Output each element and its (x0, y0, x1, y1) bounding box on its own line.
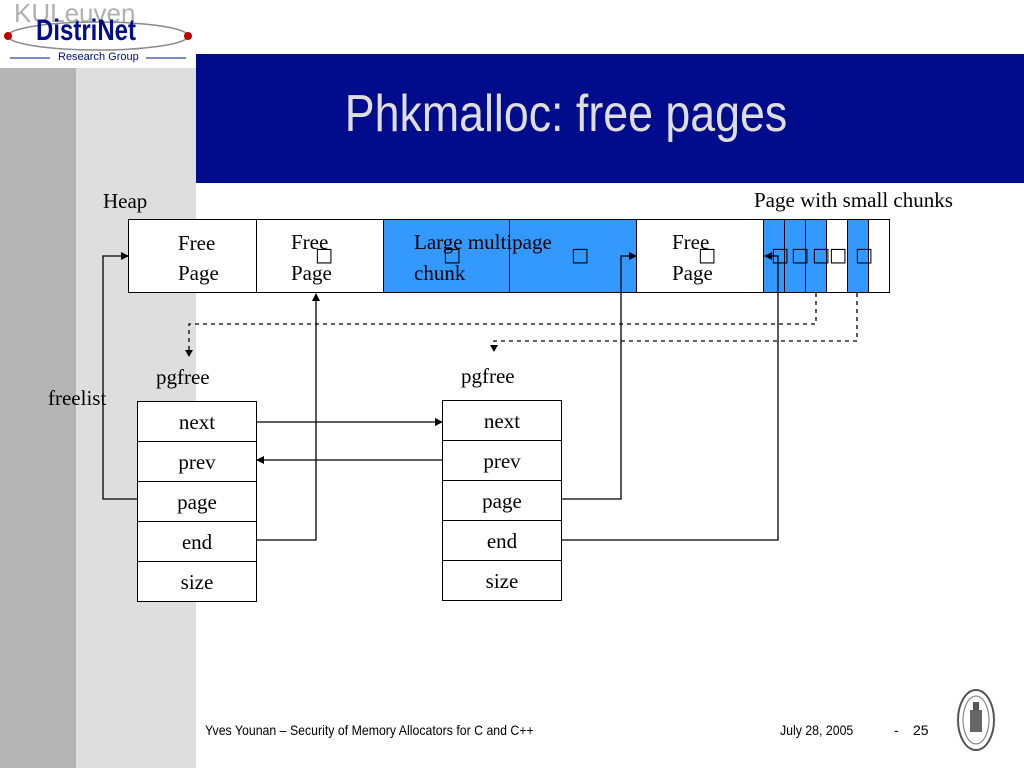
struct-field-end: end (137, 521, 257, 562)
pgfree-label-left: pgfree (156, 365, 210, 389)
logo-watermark: KULeuven (14, 0, 136, 28)
end-arrow-right (562, 252, 779, 541)
logo-name: DistriNet (36, 14, 137, 47)
free-page-1-line1: Free (178, 231, 216, 255)
free-page-3-line2: Page (672, 261, 713, 285)
sidebar-dark-band (0, 0, 76, 768)
placeholder-box-icon: □ (443, 244, 461, 266)
footer-separator: - (894, 722, 899, 738)
logo-swoosh-icon (4, 21, 192, 59)
placeholder-box-icon: □ (829, 244, 847, 266)
footer-author: Yves Younan – Security of Memory Allocat… (205, 722, 534, 738)
free-page-2-line2: Page (291, 261, 332, 285)
placeholder-box-icon: □ (791, 244, 809, 266)
struct-field-page: page (442, 480, 562, 521)
placeholder-box-icon: □ (771, 244, 789, 266)
struct-field-size: size (137, 561, 257, 602)
struct-field-end: end (442, 520, 562, 561)
footer-date: July 28, 2005 (780, 722, 854, 738)
logo-subtitle: Research Group (58, 51, 139, 63)
university-seal-icon (957, 689, 995, 751)
page-arrow-right (562, 252, 637, 500)
dashed-arrowhead-left (185, 350, 193, 357)
free-page-2-line1: Free (291, 230, 329, 254)
heap-cell-free-2 (256, 219, 384, 293)
small-chunks-label: Page with small chunks (754, 188, 953, 212)
heap-label: Heap (103, 189, 148, 213)
struct-field-next: next (442, 400, 562, 441)
end-arrow-left (257, 293, 320, 541)
placeholder-box-icon: □ (855, 244, 873, 266)
title-bar (196, 54, 1024, 183)
small-chunk-6 (868, 219, 890, 293)
sidebar-light-band (76, 0, 196, 768)
large-chunk-line1: Large multipage (414, 230, 552, 254)
footer-page-number: 25 (913, 722, 929, 738)
placeholder-box-icon: □ (315, 244, 333, 266)
struct-field-size: size (442, 560, 562, 601)
large-chunk-line2: chunk (414, 261, 466, 285)
free-page-1-line2: Page (178, 261, 219, 285)
pgfree-label-right: pgfree (461, 364, 515, 388)
dashed-arrowhead-right (490, 345, 498, 352)
heap-cell-large-2 (509, 219, 637, 293)
free-page-3-line1: Free (672, 230, 710, 254)
dashed-link-left (188, 293, 817, 352)
freelist-label: freelist (48, 386, 107, 410)
placeholder-box-icon: □ (812, 244, 830, 266)
logo-area: KULeuven DistriNet Research Group (0, 0, 196, 68)
freelist-arrow (102, 252, 137, 500)
slide-title: Phkmalloc: free pages (344, 85, 788, 143)
placeholder-box-icon: □ (571, 244, 589, 266)
placeholder-box-icon: □ (698, 244, 716, 266)
struct-field-page: page (137, 481, 257, 522)
dashed-link-right (493, 293, 858, 352)
